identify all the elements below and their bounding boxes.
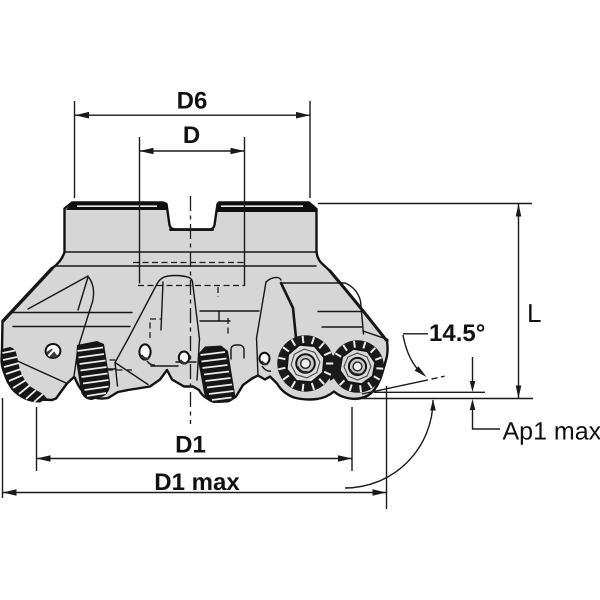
svg-text:14.5°: 14.5°: [429, 320, 485, 347]
svg-text:D1 max: D1 max: [154, 469, 240, 496]
svg-text:Ap1 max: Ap1 max: [503, 418, 600, 446]
svg-text:L: L: [527, 298, 541, 328]
svg-text:D1: D1: [175, 432, 206, 459]
svg-text:D6: D6: [177, 88, 208, 115]
svg-text:D: D: [183, 122, 200, 149]
